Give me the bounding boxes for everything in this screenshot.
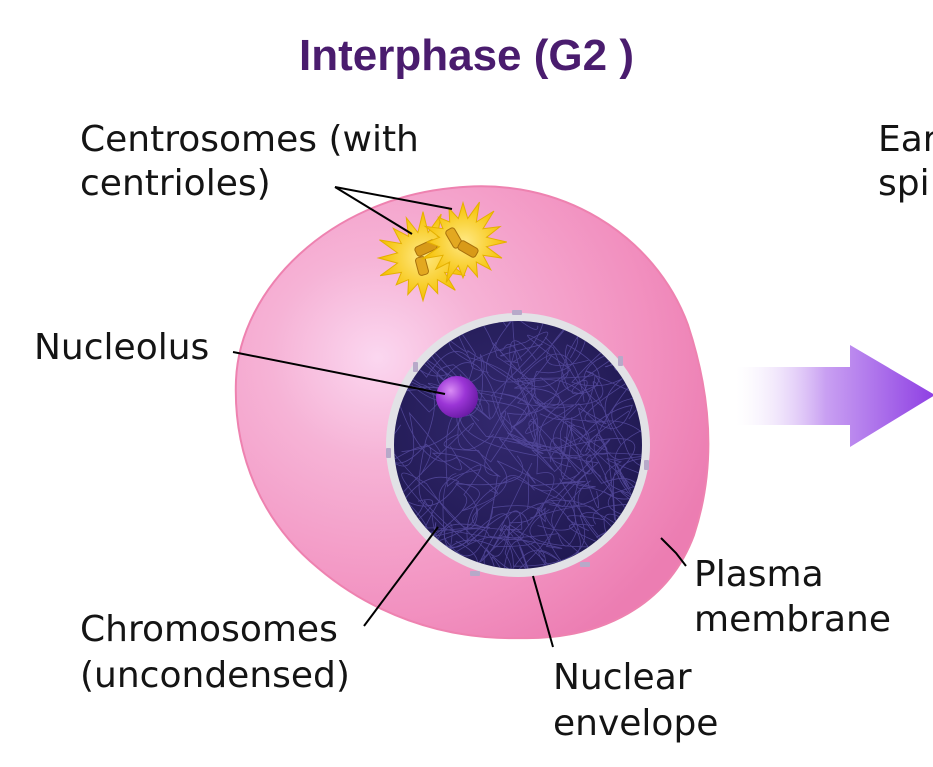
- centrosome-leader-left: [334, 186, 413, 235]
- diagram-title: Interphase (G2 ): [299, 31, 634, 80]
- label-plasma-line1: Plasma: [694, 554, 824, 595]
- chromatin-strand: [394, 487, 468, 549]
- chromatin-strand: [499, 381, 622, 449]
- centrosome-leader-right: [334, 186, 453, 210]
- label-nuclear-line1: Nuclear: [553, 657, 692, 698]
- chromatin-strand: [498, 437, 571, 509]
- label-nucleolus: Nucleolus: [34, 327, 210, 368]
- chromosomes-uncondensed: [394, 321, 642, 569]
- label-nuclear-line2: envelope: [553, 703, 719, 744]
- chromatin-strand: [394, 411, 441, 475]
- chromatin-strand: [431, 434, 501, 477]
- chromatin-strand: [436, 351, 516, 450]
- plasma-membrane-leader: [660, 537, 687, 567]
- label-next-phase-line1: Ear: [878, 119, 933, 160]
- nucleolus-leader: [232, 351, 446, 395]
- chromatin-strand: [585, 452, 642, 537]
- chromatin-strand: [394, 321, 537, 385]
- chromatin-strand: [571, 321, 642, 431]
- chromatin-strand: [546, 321, 630, 366]
- next-phase-arrow: [736, 345, 933, 447]
- chromatin-strand: [495, 539, 601, 569]
- label-centrosomes-line2: centrioles): [80, 163, 271, 204]
- chromatin-strand: [565, 416, 642, 511]
- label-next-phase-line2: spi: [878, 163, 930, 204]
- chromatin-strand: [559, 478, 642, 569]
- chromatin-strand: [614, 374, 642, 496]
- nuclear-envelope-leader: [532, 575, 554, 648]
- chromatin-strand: [504, 524, 598, 569]
- label-chromosomes-line2: (uncondensed): [80, 655, 350, 696]
- label-chromosomes-line1: Chromosomes: [80, 609, 338, 650]
- chromatin-strand: [394, 499, 463, 569]
- chromatin-strand: [456, 460, 566, 549]
- nuclear-pores: [386, 310, 649, 576]
- chromatin-strand: [407, 499, 581, 569]
- chromatin-strand: [437, 439, 611, 553]
- chromatin-strand: [394, 347, 485, 417]
- chromatin-strand: [592, 468, 642, 525]
- chromatin-strand: [453, 475, 535, 569]
- chromatin-strand: [433, 512, 633, 567]
- chromatin-strand: [586, 447, 642, 569]
- label-centrosomes-line1: Centrosomes (with: [80, 119, 419, 160]
- chromatin-strand: [497, 321, 549, 363]
- nucleolus: [436, 376, 478, 418]
- chromatin-strand: [528, 420, 596, 480]
- chromatin-strand: [470, 331, 549, 450]
- leader-lines: [232, 186, 687, 648]
- centrosome-right: [421, 200, 507, 283]
- chromatin-strand: [486, 341, 607, 440]
- chromatin-strand: [514, 325, 586, 457]
- chromatin-strand: [611, 395, 642, 468]
- chromatin-strand: [492, 321, 619, 375]
- chromosomes-leader: [363, 526, 439, 627]
- chromatin-strand: [604, 458, 642, 511]
- centriole-pair-right: [445, 227, 479, 258]
- chromatin-strand: [551, 403, 633, 529]
- chromatin-strand: [443, 336, 569, 433]
- label-plasma-line2: membrane: [694, 599, 891, 640]
- chromatin-strand: [525, 321, 622, 434]
- chromatin-strand: [519, 353, 642, 404]
- chromatin-strand: [603, 513, 642, 569]
- chromatin-strand: [584, 378, 642, 497]
- chromatin-strand: [466, 476, 576, 546]
